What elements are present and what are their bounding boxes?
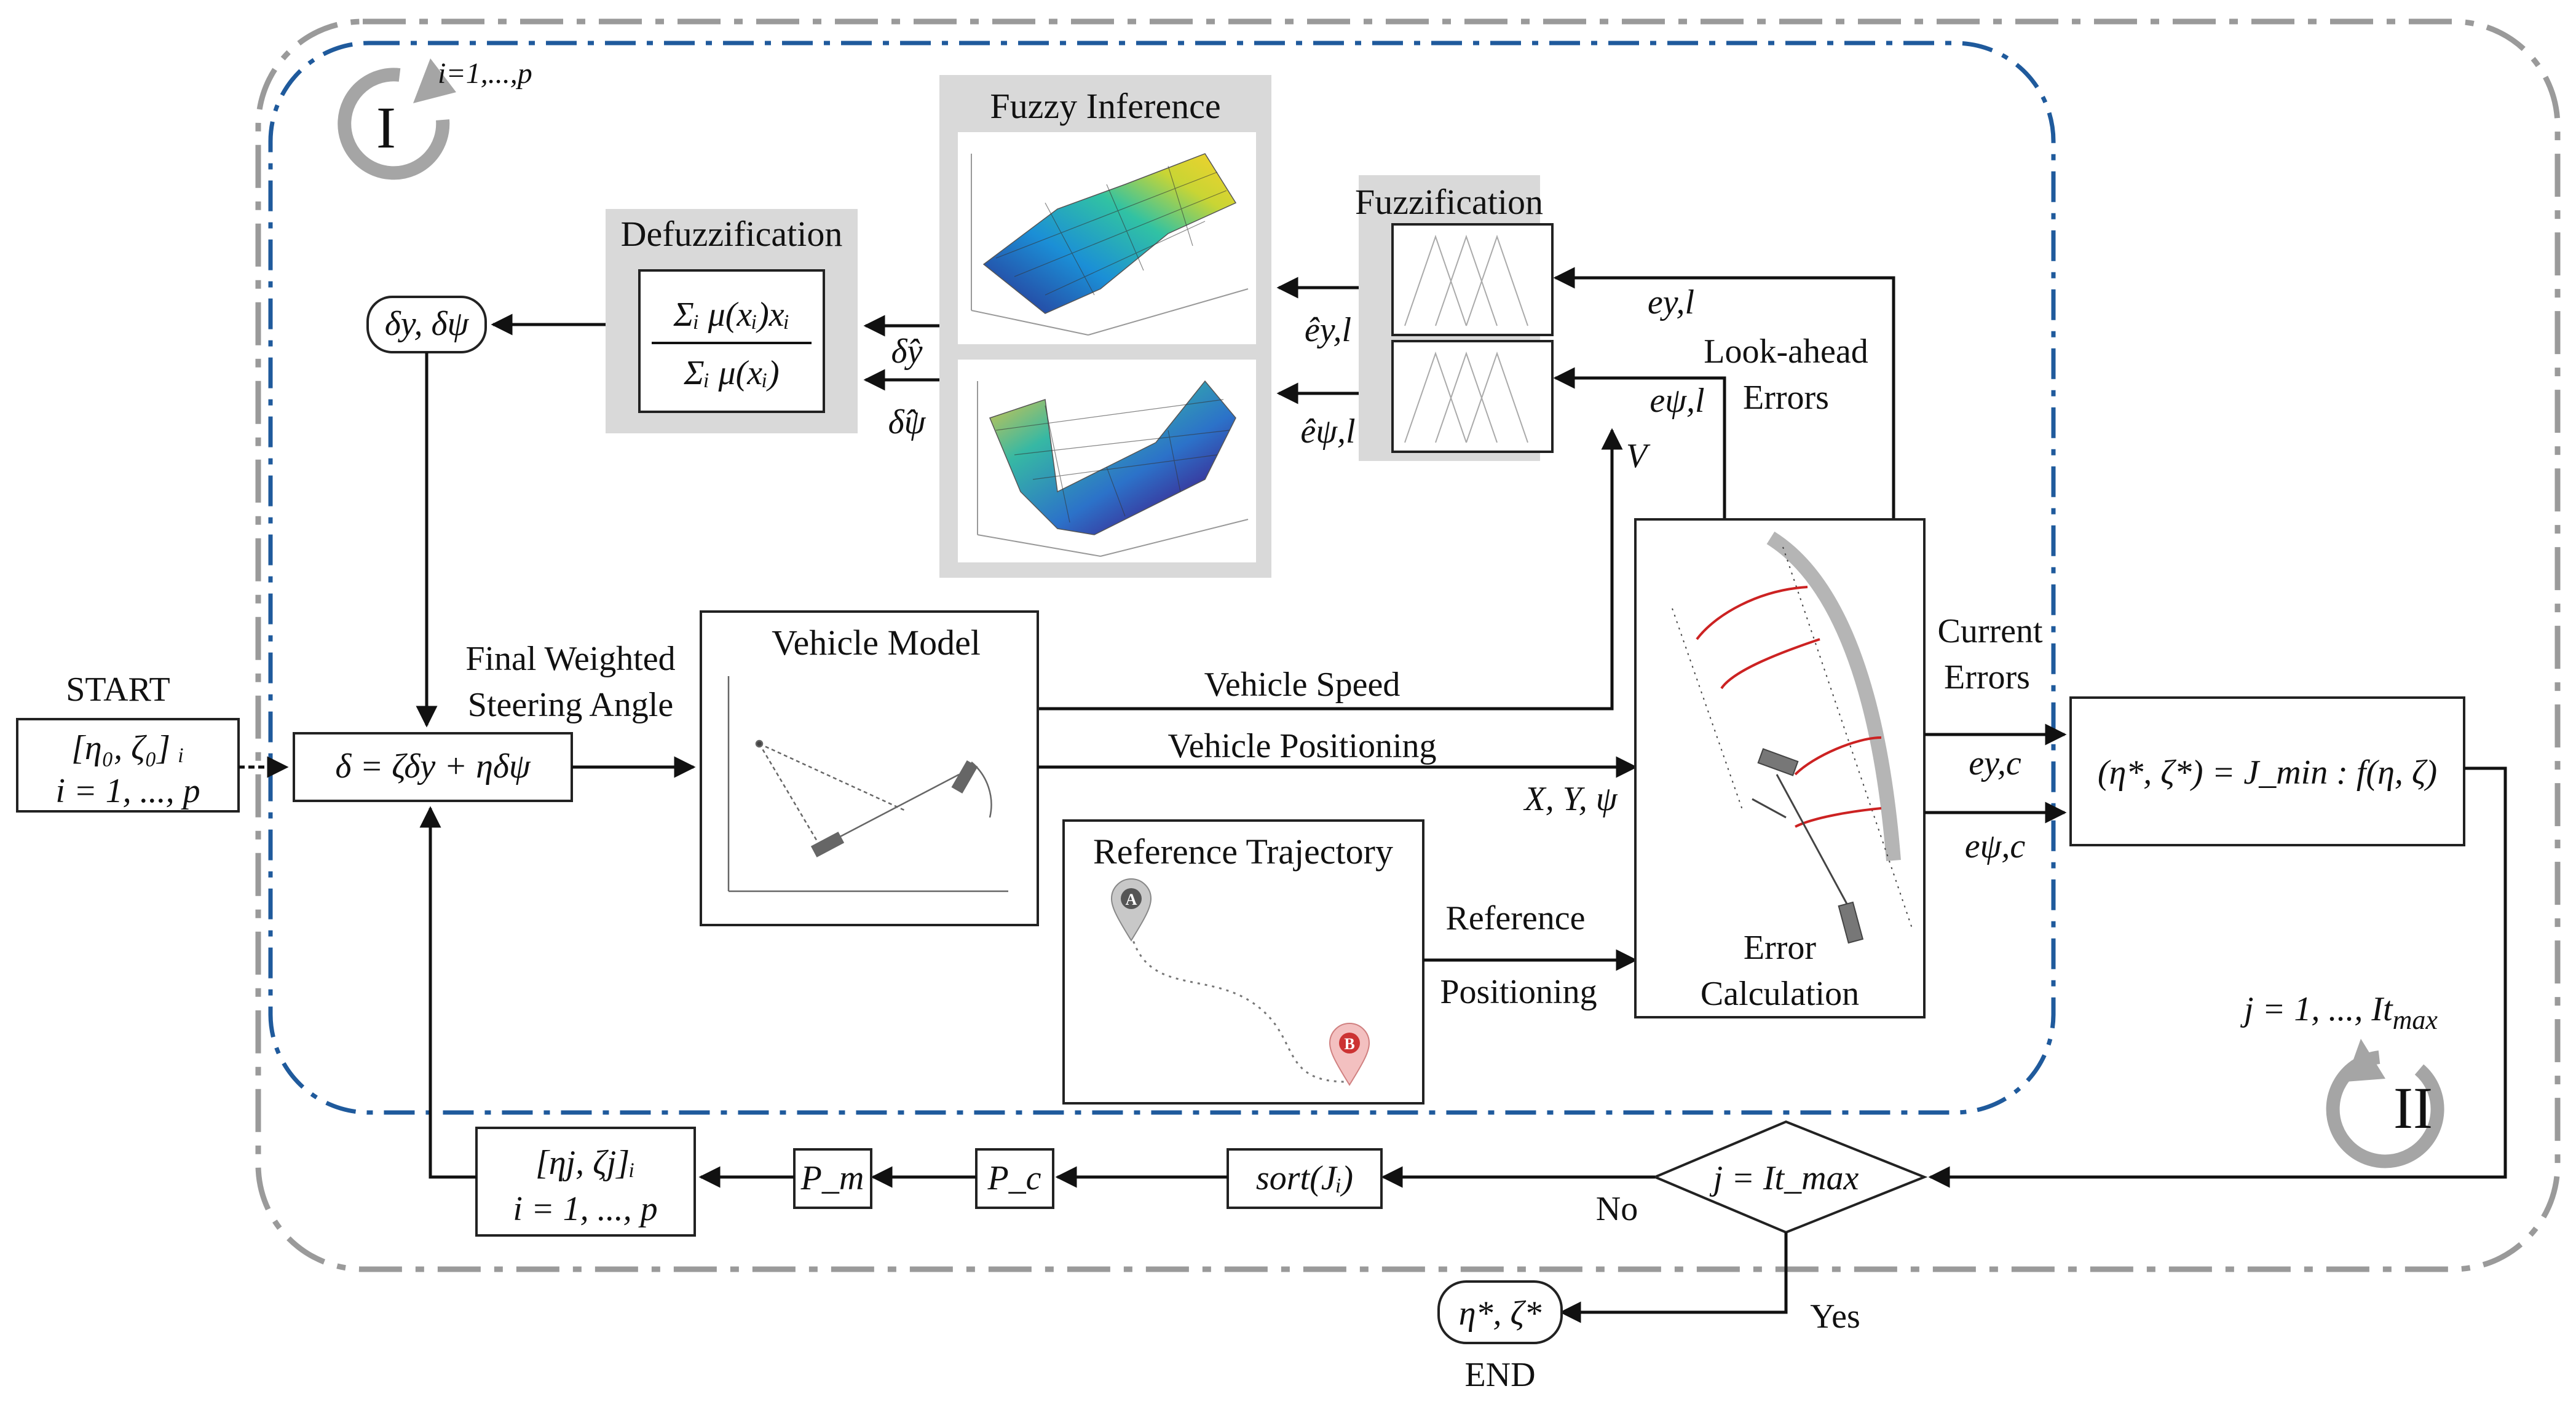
current-errors-label-1: Current (1937, 612, 2043, 650)
start-box (16, 718, 240, 813)
end-value: η*, ζ* (1459, 1294, 1541, 1333)
reference-label-2: Positioning (1440, 973, 1597, 1011)
v-label: V (1626, 437, 1651, 475)
membership-triangles-y (1404, 234, 1528, 326)
loop-ii-index: j = 1, ..., Itmax (2240, 990, 2438, 1035)
crossover-box (975, 1148, 1054, 1209)
defuzzification-title: Defuzzification (621, 214, 843, 254)
delta-output-label: δy, δψ (385, 305, 470, 343)
svg-text:A: A (1126, 891, 1137, 908)
start-line2: i = 1, ..., p (55, 772, 200, 810)
vehicle-model-sketch (727, 676, 1008, 892)
e-y-hat-l: êy,l (1305, 311, 1351, 349)
population-line2: i = 1, ..., p (513, 1190, 657, 1228)
termination-decision-label: j = It_max (1710, 1159, 1859, 1197)
vehicle-speed-label: Vehicle Speed (1204, 666, 1401, 704)
waypoint-a-pin-icon: A (1110, 878, 1152, 942)
membership-functions-y (1391, 223, 1554, 336)
error-calculation-sketch (1672, 531, 1913, 944)
outer-loop-boundary (255, 18, 2561, 1272)
delta-y-hat: δ̂y (891, 333, 923, 371)
loop-i-label: I (376, 95, 396, 160)
end-label: END (1464, 1356, 1535, 1394)
error-calculation-label-2: Calculation (1701, 975, 1859, 1013)
look-ahead-label-2: Errors (1743, 379, 1829, 417)
vehicle-model-title: Vehicle Model (772, 623, 981, 663)
e-psi-l: eψ,l (1650, 382, 1704, 420)
steering-equation: δ = ζδy + ηδψ (335, 747, 531, 786)
vehicle-model-box (700, 610, 1039, 926)
loop-ii-label: II (2393, 1075, 2433, 1141)
defuzzification-formula-box (638, 269, 825, 413)
steering-equation-box (293, 732, 573, 802)
reference-label-1: Reference (1446, 899, 1586, 937)
waypoint-b-pin-icon: B (1329, 1023, 1370, 1086)
inner-loop-boundary (268, 41, 2056, 1115)
error-calculation-label-1: Error (1744, 929, 1817, 967)
e-y-l: ey,l (1648, 283, 1694, 321)
membership-triangles-psi (1404, 351, 1528, 443)
population-box (475, 1127, 696, 1237)
termination-decision-diamond (1651, 1120, 1928, 1234)
start-label: START (66, 671, 170, 709)
final-weighted-label-1: Final Weighted (465, 640, 675, 678)
start-line1: [η₀, ζ₀] ᵢ (71, 729, 184, 767)
end-box (1437, 1280, 1563, 1344)
current-errors-label-2: Errors (1944, 658, 2030, 696)
e-psi-c: eψ,c (1965, 827, 2026, 865)
vehicle-positioning-label: Vehicle Positioning (1167, 727, 1436, 765)
sort-box (1227, 1148, 1383, 1209)
fuzzy-surface-y (971, 153, 1249, 336)
defuzzification-numerator: Σᵢ μ(xᵢ)xᵢ (673, 296, 790, 334)
delta-psi-hat: δ̂ψ (888, 403, 926, 441)
population-line1: [ηj, ζj]ᵢ (535, 1144, 635, 1182)
optimizer-label: (η*, ζ*) = J_min : f(η, ζ) (2098, 754, 2437, 792)
crossover-label: P_c (987, 1159, 1041, 1197)
defuzzification-denominator: Σᵢ μ(xᵢ) (683, 354, 779, 392)
reference-trajectory-title: Reference Trajectory (1093, 832, 1393, 872)
membership-functions-psi (1391, 340, 1554, 453)
loop-i-index: i=1,...,p (438, 57, 532, 90)
mutation-label: P_m (800, 1159, 864, 1197)
svg-text:B: B (1344, 1035, 1354, 1053)
no-label: No (1596, 1190, 1638, 1228)
loop-i-circular-arrow-icon (338, 58, 456, 180)
loop-ii-circular-arrow-icon (2326, 1039, 2444, 1168)
sort-label: sort(Jᵢ) (1256, 1159, 1353, 1197)
optimizer-box (2069, 696, 2465, 846)
fuzzification-title: Fuzzification (1355, 182, 1543, 222)
fuzzy-surface-psi (977, 380, 1249, 557)
e-y-c: ey,c (1969, 744, 2021, 782)
e-psi-hat-l: êψ,l (1300, 412, 1355, 451)
look-ahead-label-1: Look-ahead (1704, 333, 1868, 371)
yes-label: Yes (1810, 1298, 1860, 1336)
xy-psi-label: X, Y, ψ (1523, 780, 1618, 818)
fuzzy-inference-title: Fuzzy Inference (990, 86, 1220, 126)
final-weighted-label-2: Steering Angle (468, 686, 673, 724)
